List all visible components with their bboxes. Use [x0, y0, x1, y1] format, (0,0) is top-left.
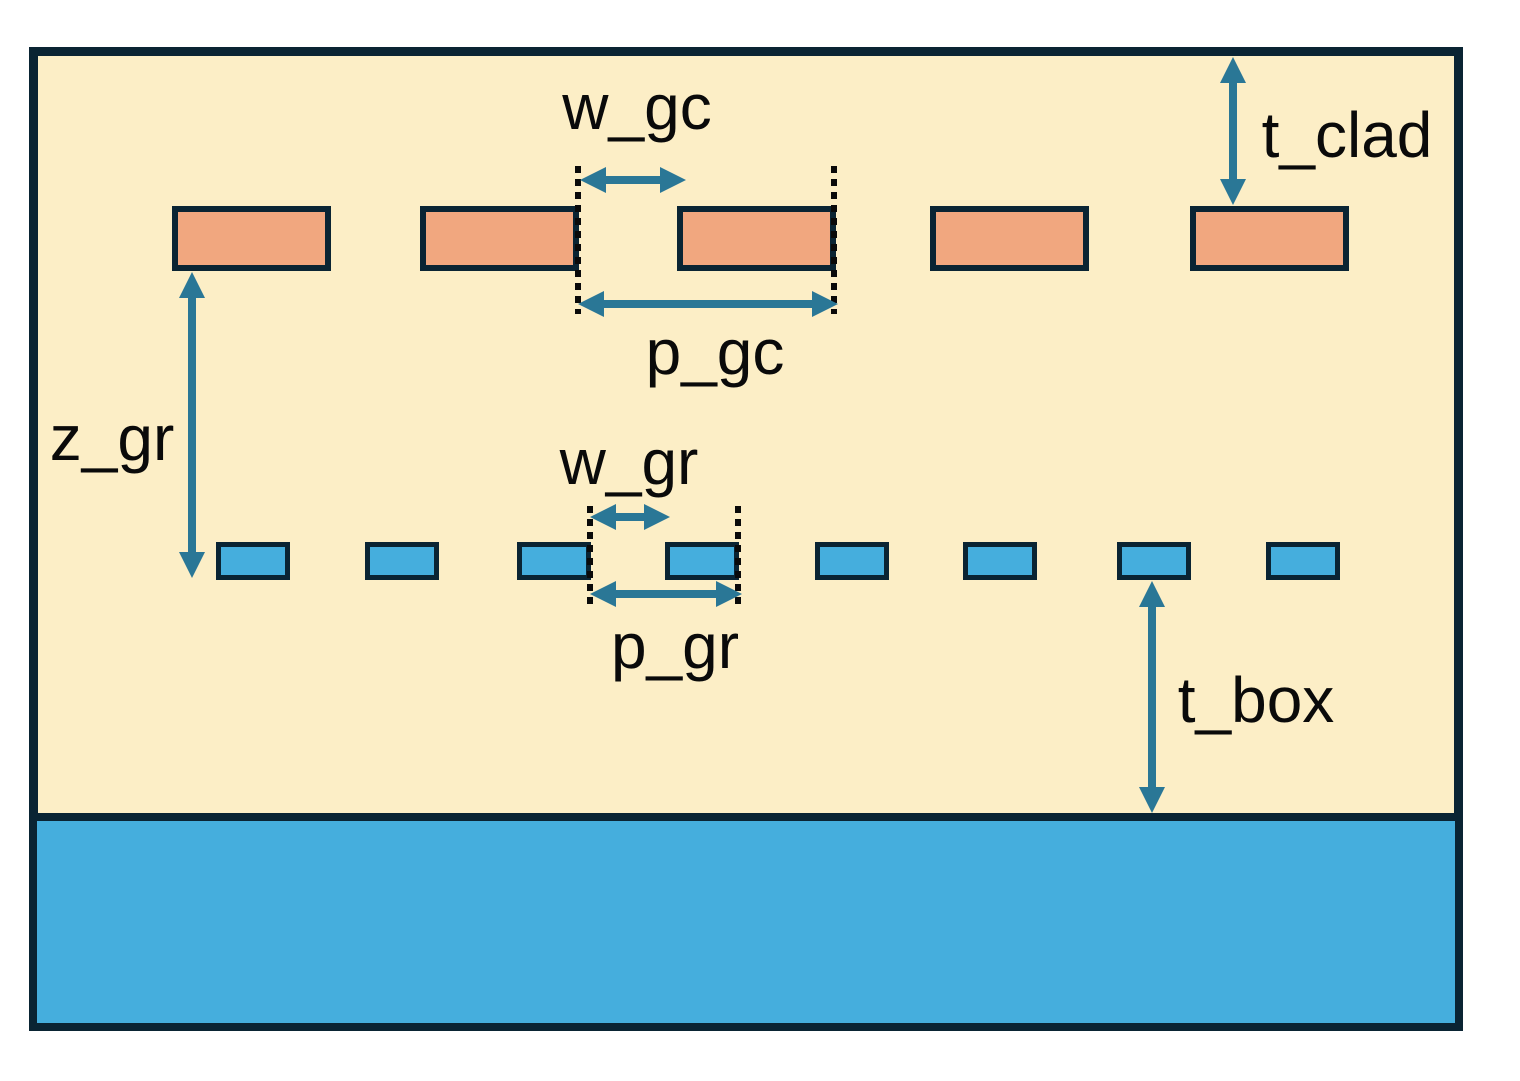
arrow-shaft	[188, 288, 196, 562]
arrow-right-head-icon	[644, 504, 670, 530]
w-gr-label: w_gr	[559, 426, 699, 498]
p-gr-dimension-arrow	[590, 581, 742, 607]
w-gc-label: w_gc	[562, 71, 712, 143]
arrow-down-head-icon	[179, 552, 205, 578]
grating-reflector-tooth	[517, 542, 591, 580]
grating-reflector-tooth	[216, 542, 290, 580]
arrow-shaft	[606, 513, 654, 521]
grating-coupler-tooth	[677, 206, 836, 271]
t-clad-label: t_clad	[1261, 99, 1433, 171]
arrow-down-head-icon	[1139, 787, 1165, 813]
coupler-pitch-guide-line-right	[831, 166, 837, 314]
z-gr-dimension-arrow	[179, 272, 205, 578]
p-gr-label: p_gr	[610, 610, 740, 682]
p-gc-dimension-arrow	[578, 291, 838, 317]
arrow-down-head-icon	[1220, 179, 1246, 205]
grating-reflector-tooth	[365, 542, 439, 580]
w-gr-dimension-arrow	[590, 504, 670, 530]
t-clad-dimension-arrow	[1220, 57, 1246, 205]
substrate-layer	[29, 813, 1463, 1031]
coupler-pitch-guide-line-left	[575, 166, 581, 314]
grating-reflector-tooth	[1266, 542, 1340, 580]
arrow-shaft	[606, 590, 726, 598]
grating-coupler-tooth	[172, 206, 331, 271]
grating-coupler-tooth	[420, 206, 579, 271]
p-gc-label: p_gc	[645, 316, 785, 388]
z-gr-label: z_gr	[49, 402, 175, 474]
reflector-pitch-guide-line-left	[587, 506, 593, 608]
grating-reflector-tooth	[815, 542, 889, 580]
arrow-shaft	[596, 176, 670, 184]
arrow-shaft	[1148, 597, 1156, 797]
arrow-right-head-icon	[716, 581, 742, 607]
arrow-right-head-icon	[812, 291, 838, 317]
arrow-shaft	[1229, 73, 1237, 189]
arrow-right-head-icon	[660, 167, 686, 193]
reflector-pitch-guide-line-right	[735, 506, 741, 608]
grating-coupler-tooth	[930, 206, 1089, 271]
t-box-dimension-arrow	[1139, 581, 1165, 813]
w-gc-dimension-arrow	[580, 167, 686, 193]
grating-reflector-tooth	[1117, 542, 1191, 580]
arrow-shaft	[594, 300, 822, 308]
grating-coupler-tooth	[1190, 206, 1349, 271]
t-box-label: t_box	[1177, 664, 1335, 736]
grating-reflector-tooth	[963, 542, 1037, 580]
grating-reflector-tooth	[665, 542, 739, 580]
